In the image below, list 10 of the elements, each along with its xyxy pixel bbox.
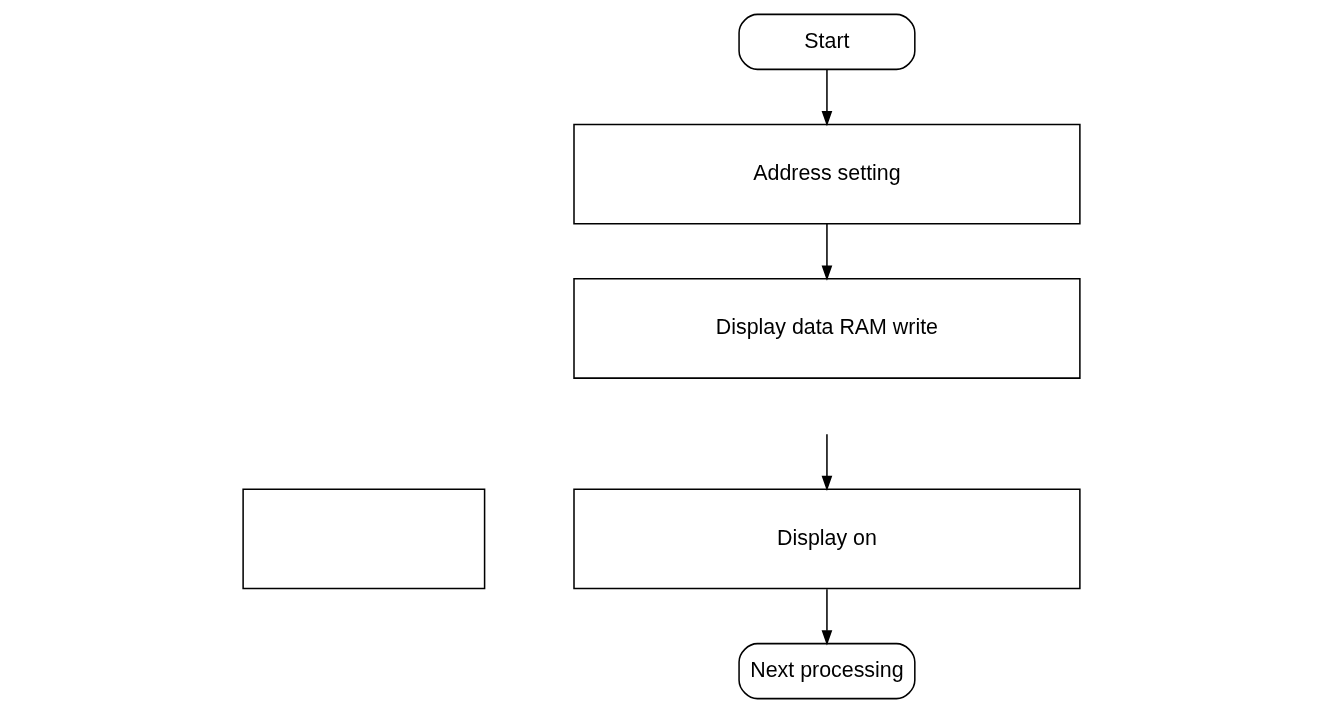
node-box: Address setting xyxy=(573,123,1081,225)
node-box: Display data RAM write xyxy=(573,278,1081,379)
node-box: Next processing xyxy=(738,642,916,700)
node-box: Start xyxy=(738,13,916,71)
node-box xyxy=(242,488,486,590)
arrow xyxy=(821,588,833,646)
node-box: Display on xyxy=(573,488,1081,590)
arrow xyxy=(821,68,833,127)
arrow xyxy=(821,223,833,281)
arrow xyxy=(821,433,833,492)
